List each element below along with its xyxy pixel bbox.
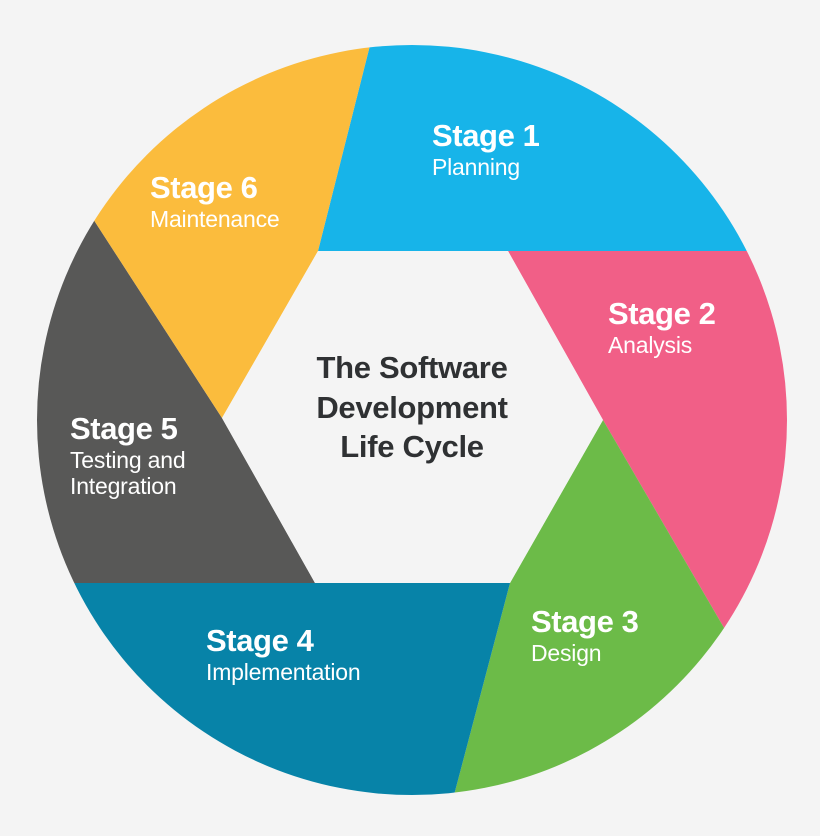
stage-label-stage-6: Stage 6 Maintenance: [150, 172, 280, 231]
stage-subtitle-stage-1: Planning: [432, 154, 520, 180]
title-line: Life Cycle: [340, 429, 484, 465]
stage-subtitle-stage-4: Implementation: [206, 659, 361, 685]
title-line: Development: [316, 389, 508, 425]
segment-stage-2[interactable]: [508, 251, 820, 836]
sub-line: Integration: [70, 473, 177, 499]
stage-label-stage-1: Stage 1 Planning: [432, 118, 540, 180]
stage-label-stage-3: Stage 3 Design: [531, 604, 639, 666]
segment-stage-4[interactable]: [0, 583, 510, 836]
title-line: The Software: [316, 350, 508, 385]
stage-title-stage-1: Stage 1: [432, 118, 540, 153]
stage-title-stage-2: Stage 2: [608, 296, 716, 331]
segment-stage-5[interactable]: [0, 0, 315, 583]
stage-subtitle-stage-3: Design: [531, 640, 602, 666]
stage-label-stage-2: Stage 2 Analysis: [608, 296, 716, 358]
stage-subtitle-stage-2: Analysis: [608, 332, 693, 358]
stage-title-stage-5: Stage 5: [70, 411, 178, 446]
segment-stage-1[interactable]: [318, 0, 820, 251]
stage-subtitle-stage-6: Maintenance: [150, 206, 280, 232]
stage-label-stage-4: Stage 4 Implementation: [206, 623, 361, 685]
stage-title-stage-4: Stage 4: [206, 623, 314, 658]
center-hexagon: [222, 251, 603, 583]
stage-title-stage-6: Stage 6: [150, 170, 258, 205]
sub-line: Testing and: [70, 447, 186, 473]
stage-title-stage-3: Stage 3: [531, 604, 639, 639]
